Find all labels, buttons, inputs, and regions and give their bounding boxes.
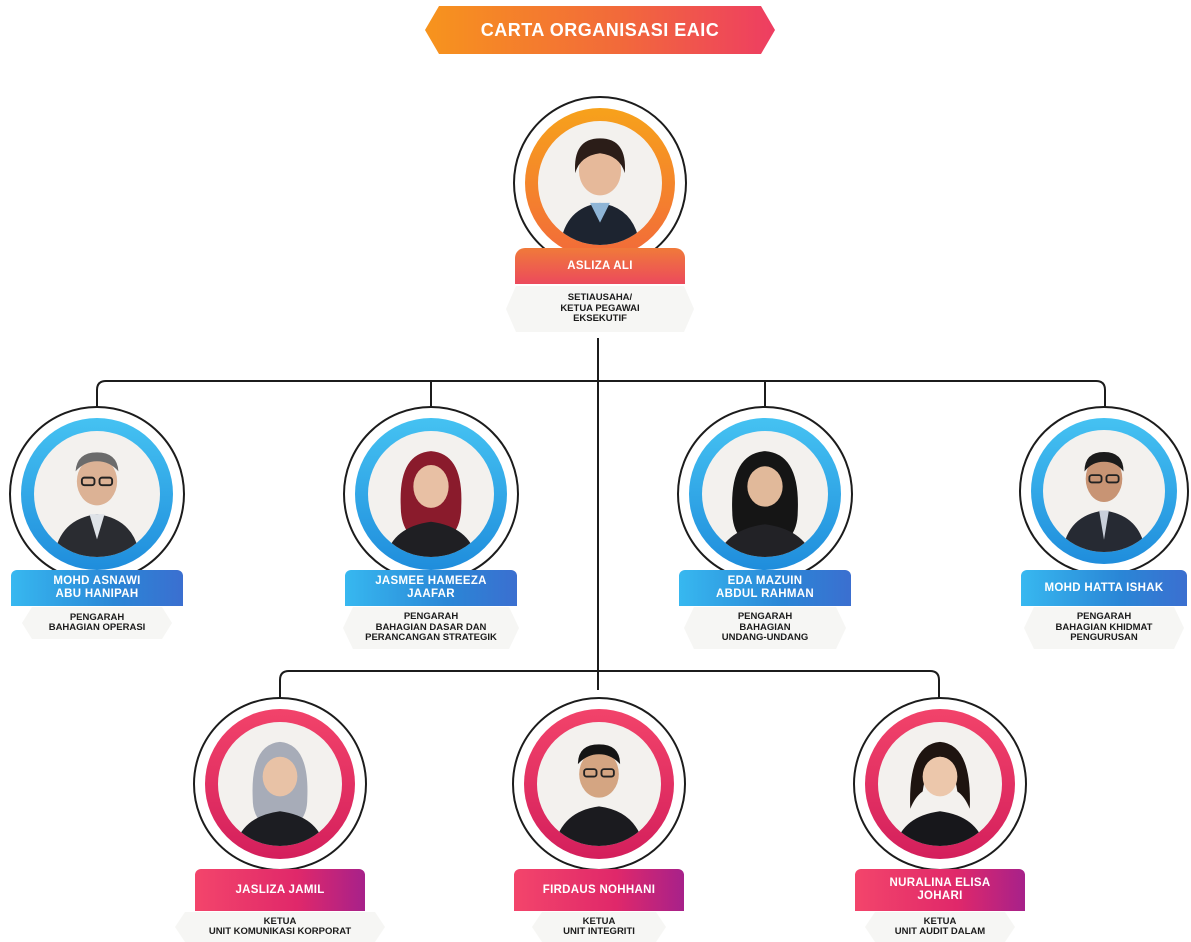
chief-photo: [538, 121, 662, 245]
director-role: PENGARAH BAHAGIAN DASAR DAN PERANCANGAN …: [343, 607, 519, 649]
unit-head-photo: [537, 722, 661, 846]
director-name: EDA MAZUIN ABDUL RAHMAN: [679, 570, 851, 606]
chart-title-banner: CARTA ORGANISASI EAIC: [425, 6, 775, 54]
director-name: JASMEE HAMEEZA JAAFAR: [345, 570, 517, 606]
chief-card: ASLIZA ALI SETIAUSAHA/ KETUA PEGAWAI EKS…: [513, 96, 687, 336]
unit-head-role: KETUA UNIT AUDIT DALAM: [865, 912, 1015, 942]
director-photo: [702, 431, 828, 557]
unit-head-card-3: NURALINA ELISA JOHARI KETUA UNIT AUDIT D…: [853, 697, 1027, 933]
unit-head-card-1: JASLIZA JAMIL KETUA UNIT KOMUNIKASI KORP…: [193, 697, 367, 933]
director-role: PENGARAH BAHAGIAN OPERASI: [22, 607, 172, 639]
chief-role: SETIAUSAHA/ KETUA PEGAWAI EKSEKUTIF: [506, 286, 694, 332]
director-name: MOHD ASNAWI ABU HANIPAH: [11, 570, 183, 606]
director-role: PENGARAH BAHAGIAN UNDANG-UNDANG: [684, 607, 846, 649]
director-card-2: JASMEE HAMEEZA JAAFAR PENGARAH BAHAGIAN …: [343, 406, 519, 646]
director-branch-line: [96, 380, 1106, 408]
director-card-3: EDA MAZUIN ABDUL RAHMAN PENGARAH BAHAGIA…: [677, 406, 853, 646]
unit-head-name: NURALINA ELISA JOHARI: [855, 869, 1025, 911]
director-photo: [368, 431, 494, 557]
director-photo: [34, 431, 160, 557]
chief-name: ASLIZA ALI: [515, 248, 685, 284]
director-card-1: MOHD ASNAWI ABU HANIPAH PENGARAH BAHAGIA…: [9, 406, 185, 646]
unit-head-photo: [878, 722, 1002, 846]
unit-head-name: JASLIZA JAMIL: [195, 869, 365, 911]
director-photo: [1043, 430, 1165, 552]
director-name: MOHD HATTA ISHAK: [1021, 570, 1187, 606]
unit-head-role: KETUA UNIT KOMUNIKASI KORPORAT: [175, 912, 385, 942]
unit-head-card-2: FIRDAUS NOHHANI KETUA UNIT INTEGRITI: [512, 697, 686, 933]
director-card-4: MOHD HATTA ISHAK PENGARAH BAHAGIAN KHIDM…: [1019, 406, 1189, 646]
unit-head-name: FIRDAUS NOHHANI: [514, 869, 684, 911]
unit-head-role: KETUA UNIT INTEGRITI: [532, 912, 666, 942]
unit-head-photo: [218, 722, 342, 846]
director-role: PENGARAH BAHAGIAN KHIDMAT PENGURUSAN: [1024, 607, 1184, 649]
unit-branch-line: [279, 670, 940, 700]
